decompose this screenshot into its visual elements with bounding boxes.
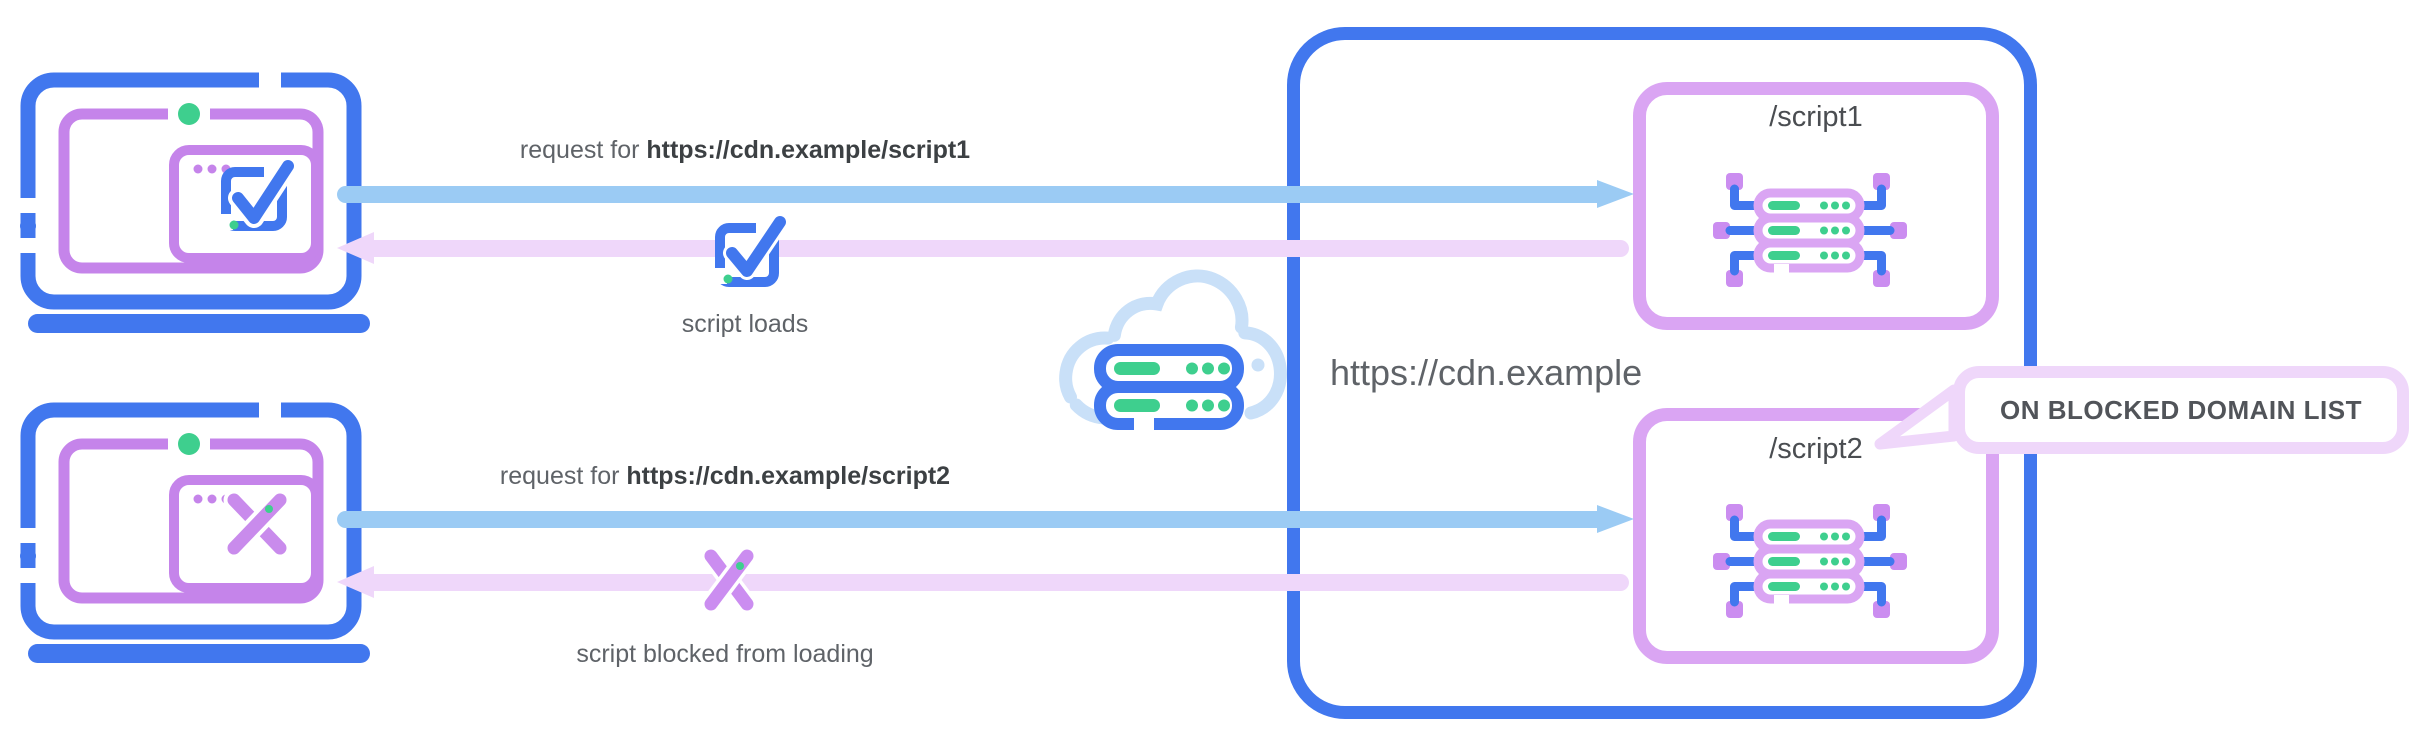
request2-arrow xyxy=(337,511,1597,528)
request2-arrowhead xyxy=(1597,505,1634,533)
cloud-server-icon xyxy=(1059,269,1287,431)
script-loads-check-icon xyxy=(714,213,789,287)
browser-window-blocked xyxy=(169,475,321,593)
cdn-domain-title: https://cdn.example xyxy=(1330,352,1643,393)
laptop-base xyxy=(28,314,370,333)
request1-label: request for https://cdn.example/script1 xyxy=(345,136,1145,165)
camera-dot xyxy=(178,103,200,125)
script-blocked-x-icon xyxy=(701,546,757,614)
blocked-domain-callout: ON BLOCKED DOMAIN LIST xyxy=(1953,366,2409,454)
request2-label: request for https://cdn.example/script2 xyxy=(325,462,1125,491)
checkbox-check-icon xyxy=(220,156,298,231)
browser-window-check xyxy=(169,145,321,263)
request1-prefix: request for xyxy=(519,136,647,164)
server-icon-script1 xyxy=(1713,173,1907,287)
response1-arrowhead xyxy=(337,232,374,264)
server-icon-script2 xyxy=(1713,504,1907,618)
request2-prefix: request for xyxy=(499,462,627,490)
server-stroke-gap xyxy=(1774,264,1789,274)
laptop-blocked-icon xyxy=(16,400,370,663)
blocked-domain-callout-text: ON BLOCKED DOMAIN LIST xyxy=(2000,394,2362,425)
response2-arrowhead xyxy=(337,566,374,598)
response1-label: script loads xyxy=(681,310,809,338)
response1-arrow xyxy=(373,240,1629,257)
request2-url: https://cdn.example/script2 xyxy=(626,462,951,490)
request1-arrowhead xyxy=(1597,180,1634,208)
response2-arrow xyxy=(373,574,1629,591)
request1-url: https://cdn.example/script1 xyxy=(646,136,971,164)
blocked-x-icon xyxy=(223,489,291,559)
laptop-base xyxy=(28,644,370,663)
endpoint-label-script2: /script2 xyxy=(1769,433,1863,465)
camera-dot xyxy=(178,433,200,455)
response2-label: script blocked from loading xyxy=(576,640,874,668)
endpoint-box-script2 xyxy=(1633,408,1999,664)
laptop-allowed-icon xyxy=(16,70,370,333)
server-stroke-gap xyxy=(1134,417,1154,431)
endpoint-label-script1: /script1 xyxy=(1769,101,1863,133)
request1-arrow xyxy=(337,186,1597,203)
server-stroke-gap xyxy=(1774,595,1789,605)
